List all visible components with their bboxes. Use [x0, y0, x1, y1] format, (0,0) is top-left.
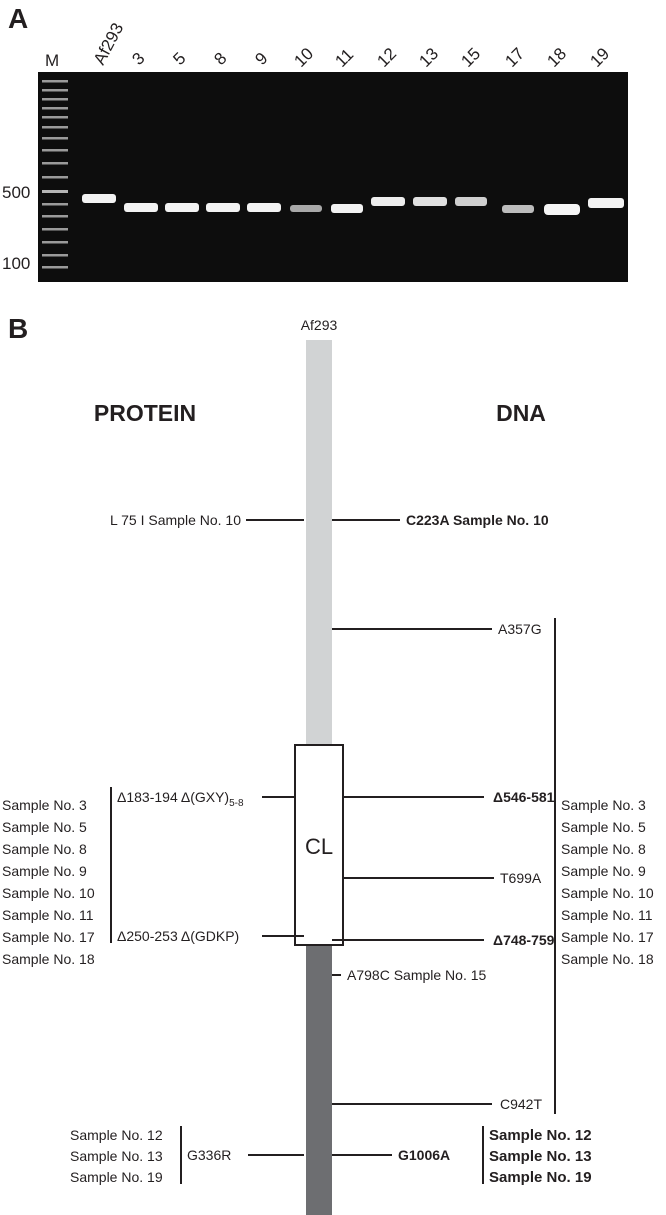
- size-marker-100: 100: [2, 254, 30, 273]
- lane-label-5: 5: [169, 49, 189, 69]
- list-item: Sample No. 18: [2, 951, 95, 967]
- list-item: Sample No. 18: [561, 951, 654, 967]
- band-13: [413, 197, 447, 206]
- lane-label-3: 3: [128, 49, 148, 69]
- dna-t699a-label: T699A: [500, 870, 542, 886]
- protein-g336r-label: G336R: [187, 1147, 231, 1163]
- strain-label: Af293: [301, 317, 338, 333]
- list-item: Sample No. 13: [489, 1148, 592, 1165]
- cl-domain-label: CL: [305, 834, 333, 859]
- dna-c223a-label: C223A Sample No. 10: [406, 512, 549, 528]
- list-item: Sample No. 10: [561, 885, 654, 901]
- lane-label-9: 9: [251, 49, 271, 69]
- band-10: [290, 205, 322, 212]
- list-item: Sample No. 3: [2, 797, 87, 813]
- gene-bar-dark: [306, 945, 332, 1215]
- size-marker-500: 500: [2, 183, 30, 202]
- list-item: Sample No. 19: [489, 1169, 592, 1186]
- list-item: Sample No. 19: [70, 1169, 163, 1185]
- list-item: Sample No. 3: [561, 797, 646, 813]
- dna-sample-list: Sample No. 3 Sample No. 5 Sample No. 8 S…: [561, 797, 654, 967]
- dna-a357g-label: A357G: [498, 621, 542, 637]
- band-15: [455, 197, 487, 206]
- protein-sample-list: Sample No. 3 Sample No. 5 Sample No. 8 S…: [2, 797, 95, 967]
- list-item: Sample No. 8: [2, 841, 87, 857]
- lane-label-15: 15: [457, 44, 484, 71]
- lane-label-17: 17: [501, 44, 528, 71]
- sample-bands: [82, 194, 624, 215]
- panel-b-label: B: [8, 313, 28, 344]
- list-item: Sample No. 9: [561, 863, 646, 879]
- list-item: Sample No. 8: [561, 841, 646, 857]
- dna-del748-label: Δ748-759: [493, 932, 555, 948]
- protein-header: PROTEIN: [94, 400, 196, 426]
- dna-g1006a-label: G1006A: [398, 1147, 450, 1163]
- list-item: Sample No. 17: [2, 929, 95, 945]
- lane-label-18: 18: [543, 44, 570, 71]
- list-item: Sample No. 10: [2, 885, 95, 901]
- lane-label-10: 10: [290, 44, 317, 71]
- list-item: Sample No. 5: [561, 819, 646, 835]
- band-3: [124, 203, 158, 212]
- list-item: Sample No. 13: [70, 1148, 163, 1164]
- g336r-sample-list: Sample No. 12 Sample No. 13 Sample No. 1…: [70, 1127, 163, 1185]
- lane-label-marker: M: [45, 51, 59, 70]
- dna-c942t-label: C942T: [500, 1096, 542, 1112]
- cl-domain-box: [294, 744, 344, 946]
- band-18: [544, 204, 580, 215]
- gel-background: [38, 72, 628, 282]
- list-item: Sample No. 5: [2, 819, 87, 835]
- ladder-bands: [42, 80, 68, 269]
- band-5: [165, 203, 199, 212]
- list-item: Sample No. 12: [489, 1127, 592, 1144]
- lane-label-11: 11: [331, 45, 357, 71]
- gel-image: [38, 72, 628, 282]
- lane-label-13: 13: [415, 44, 442, 71]
- lane-label-19: 19: [586, 44, 613, 71]
- list-item: Sample No. 11: [2, 907, 94, 923]
- list-item: Sample No. 11: [561, 907, 653, 923]
- lane-label-8: 8: [210, 49, 230, 69]
- dna-a798c-label: A798C Sample No. 15: [347, 967, 487, 983]
- g1006a-sample-list: Sample No. 12 Sample No. 13 Sample No. 1…: [489, 1127, 592, 1186]
- protein-l75i-label: L 75 I Sample No. 10: [110, 512, 241, 528]
- band-11: [331, 204, 363, 213]
- list-item: Sample No. 9: [2, 863, 87, 879]
- protein-del183-label: Δ183-194 Δ(GXY)5-8: [117, 789, 244, 809]
- lane-label-12: 12: [373, 44, 400, 71]
- band-17: [502, 205, 534, 213]
- list-item: Sample No. 17: [561, 929, 654, 945]
- band-9: [247, 203, 281, 212]
- dna-header: DNA: [496, 400, 546, 426]
- protein-del250-label: Δ250-253 Δ(GDKP): [117, 928, 239, 944]
- dna-del546-label: Δ546-581: [493, 789, 555, 805]
- lane-label-af293: Af293: [90, 20, 128, 68]
- band-12: [371, 197, 405, 206]
- band-af293: [82, 194, 116, 203]
- band-8: [206, 203, 240, 212]
- list-item: Sample No. 12: [70, 1127, 163, 1143]
- band-19: [588, 198, 624, 208]
- panel-a-label: A: [8, 3, 28, 34]
